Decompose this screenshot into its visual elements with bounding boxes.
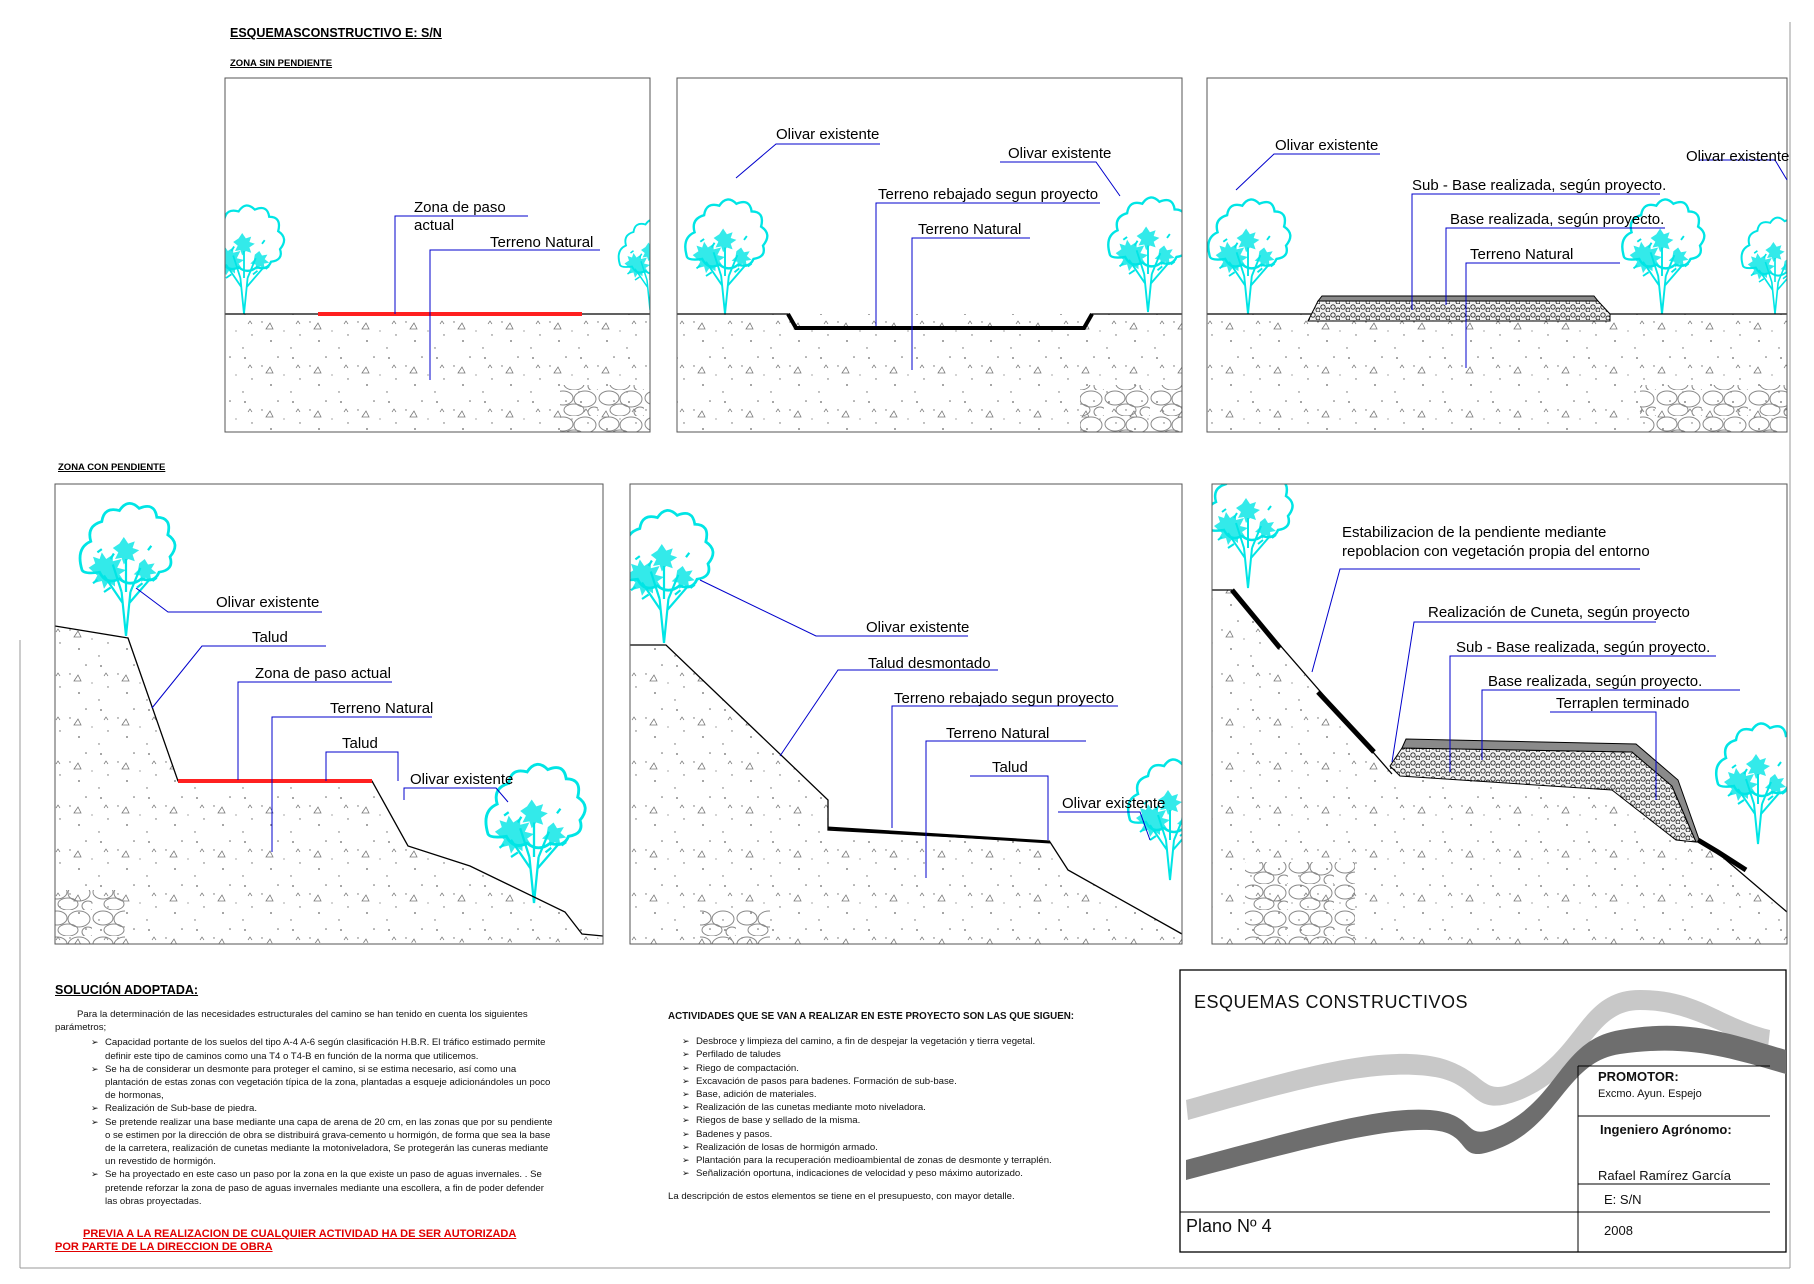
drawing-title: ESQUEMASCONSTRUCTIVO E: S/N bbox=[230, 26, 442, 40]
label-estabilizacion: Estabilizacion de la pendiente mediante bbox=[1342, 524, 1606, 541]
label-terreno-natural: Terreno Natural bbox=[918, 221, 1021, 238]
label-zona-paso: Zona de paso bbox=[414, 199, 506, 216]
list-item: Perfilado de taludes bbox=[682, 1048, 1108, 1061]
label-subbase: Sub - Base realizada, según proyecto. bbox=[1456, 639, 1710, 656]
list-item: Se pretende realizar una base mediante u… bbox=[91, 1116, 555, 1169]
label-talud: Talud bbox=[992, 759, 1028, 776]
label-olivar-2: Olivar existente bbox=[410, 771, 513, 788]
olive-tree-icon bbox=[1207, 198, 1292, 316]
title-block bbox=[1179, 969, 1787, 1253]
label-terreno-rebajado: Terreno rebajado segun proyecto bbox=[894, 690, 1114, 707]
solucion-list: Capacidad portante de los suelos del tip… bbox=[91, 1036, 555, 1208]
plano-number: Plano Nº 4 bbox=[1186, 1216, 1272, 1236]
label-talud-1: Talud bbox=[252, 629, 288, 646]
list-item: Excavación de pasos para badenes. Formac… bbox=[682, 1075, 1108, 1088]
list-item: Realización de losas de hormigón armado. bbox=[682, 1141, 1108, 1154]
list-item: Base, adición de materiales. bbox=[682, 1088, 1108, 1101]
label-olivar-1: Olivar existente bbox=[216, 594, 319, 611]
authorization-warning: PREVIA A LA REALIZACION DE CUALQUIER ACT… bbox=[55, 1228, 575, 1254]
list-item: Riego de compactación. bbox=[682, 1062, 1108, 1075]
olive-tree-icon bbox=[78, 502, 177, 638]
solucion-heading: SOLUCIÓN ADOPTADA: bbox=[55, 983, 199, 997]
list-item: Capacidad portante de los suelos del tip… bbox=[91, 1036, 555, 1062]
list-item: Realización de Sub-base de piedra. bbox=[91, 1102, 555, 1115]
list-item: Badenes y pasos. bbox=[682, 1128, 1108, 1141]
label-olivar-1: Olivar existente bbox=[1275, 137, 1378, 154]
warning-line-2: POR PARTE DE LA DIRECCION DE OBRA bbox=[55, 1241, 273, 1253]
label-cuneta: Realización de Cuneta, según proyecto bbox=[1428, 604, 1690, 621]
list-item: Plantación para la recuperación medioamb… bbox=[682, 1154, 1108, 1167]
olive-tree-icon bbox=[617, 218, 650, 311]
promotor-value: Excmo. Ayun. Espejo bbox=[1598, 1088, 1702, 1100]
label-olivar-1: Olivar existente bbox=[776, 126, 879, 143]
label-talud-desmontado: Talud desmontado bbox=[868, 655, 991, 672]
warning-line-1: PREVIA A LA REALIZACION DE CUALQUIER ACT… bbox=[83, 1228, 517, 1240]
olive-tree-icon bbox=[1126, 758, 1182, 882]
actividades-notes: ACTIVIDADES QUE SE VAN A REALIZAR EN EST… bbox=[668, 1010, 1108, 1204]
panel-flat-lowered: Olivar existente Olivar existente Terren… bbox=[676, 77, 1183, 433]
panel-flat-built: Olivar existente Olivar existente Sub - … bbox=[1206, 77, 1789, 433]
list-item: Señalización oportuna, indicaciones de v… bbox=[682, 1167, 1108, 1180]
label-olivar-2: Olivar existente bbox=[1686, 148, 1789, 165]
actividades-heading: ACTIVIDADES QUE SE VAN A REALIZAR EN EST… bbox=[668, 1011, 1075, 1022]
title-block-title: ESQUEMAS CONSTRUCTIVOS bbox=[1194, 992, 1469, 1012]
zone-flat-heading: ZONA SIN PENDIENTE bbox=[230, 58, 333, 69]
label-terreno-natural: Terreno Natural bbox=[946, 725, 1049, 742]
list-item: Realización de las cunetas mediante moto… bbox=[682, 1101, 1108, 1114]
label-olivar-2: Olivar existente bbox=[1062, 795, 1165, 812]
ingeniero-value: Rafael Ramírez García bbox=[1598, 1168, 1731, 1183]
label-zona-paso: Zona de paso actual bbox=[255, 665, 391, 682]
label-zona-paso-2: actual bbox=[414, 217, 454, 234]
solucion-intro: Para la determinación de las necesidades… bbox=[55, 1009, 528, 1034]
label-terreno-natural: Terreno Natural bbox=[330, 700, 433, 717]
list-item: Riegos de base y sellado de la misma. bbox=[682, 1114, 1108, 1127]
olive-tree-icon bbox=[630, 509, 715, 645]
olive-tree-icon bbox=[1107, 196, 1182, 314]
olive-tree-icon bbox=[684, 198, 769, 316]
promotor-label: PROMOTOR: bbox=[1598, 1069, 1679, 1084]
list-item: Se ha de considerar un desmonte para pro… bbox=[91, 1063, 555, 1103]
label-talud-2: Talud bbox=[342, 735, 378, 752]
panel-slope-built: Estabilizacion de la pendiente mediante … bbox=[1211, 483, 1788, 945]
list-item: Se ha proyectado en este caso un paso po… bbox=[91, 1168, 555, 1208]
label-estabilizacion-2: repoblacion con vegetación propia del en… bbox=[1342, 543, 1650, 560]
year-value: 2008 bbox=[1604, 1223, 1633, 1238]
olive-tree-icon bbox=[1212, 484, 1294, 590]
label-base: Base realizada, según proyecto. bbox=[1488, 673, 1702, 690]
olive-tree-icon bbox=[225, 204, 286, 316]
label-olivar-2: Olivar existente bbox=[1008, 145, 1111, 162]
label-base: Base realizada, según proyecto. bbox=[1450, 211, 1664, 228]
panel-slope-lowered: Olivar existente Talud desmontado Terren… bbox=[629, 483, 1183, 945]
label-terreno-natural: Terreno Natural bbox=[1470, 246, 1573, 263]
olive-tree-icon bbox=[1740, 216, 1787, 316]
label-terraplen: Terraplen terminado bbox=[1556, 695, 1689, 712]
solucion-notes: Para la determinación de las necesidades… bbox=[55, 1008, 555, 1208]
list-item: Desbroce y limpieza del camino, a fin de… bbox=[682, 1035, 1108, 1048]
actividades-footer: La descripción de estos elementos se tie… bbox=[668, 1191, 1015, 1203]
label-subbase: Sub - Base realizada, según proyecto. bbox=[1412, 177, 1666, 194]
actividades-list: Desbroce y limpieza del camino, a fin de… bbox=[682, 1035, 1108, 1180]
label-terreno-rebajado: Terreno rebajado segun proyecto bbox=[878, 186, 1098, 203]
panel-flat-current: Zona de paso actual Terreno Natural bbox=[224, 77, 651, 433]
ingeniero-label: Ingeniero Agrónomo: bbox=[1600, 1122, 1732, 1137]
label-olivar-1: Olivar existente bbox=[866, 619, 969, 636]
panel-slope-current: Olivar existente Talud Zona de paso actu… bbox=[54, 483, 604, 945]
scale-value: E: S/N bbox=[1604, 1192, 1642, 1207]
zone-slope-heading: ZONA CON PENDIENTE bbox=[58, 462, 166, 473]
label-terreno-natural: Terreno Natural bbox=[490, 234, 593, 251]
